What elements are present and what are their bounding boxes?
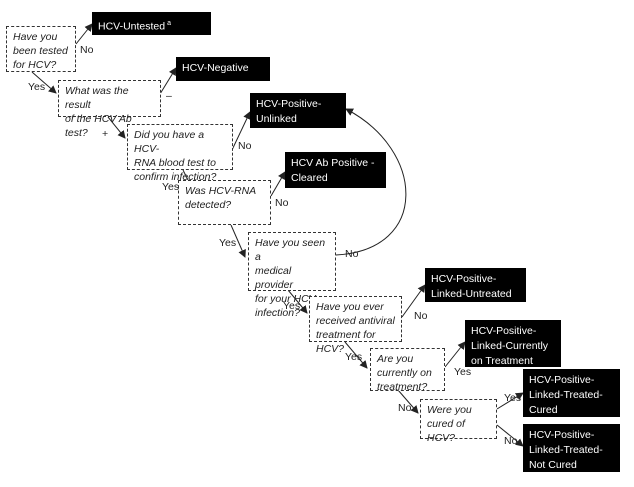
- label-q1-yes: Yes: [28, 81, 46, 93]
- question-rna-test: Did you have a HCV- RNA blood test to co…: [127, 124, 233, 183]
- question-provider: Have you seen a medical provider for you…: [248, 232, 336, 319]
- arrow-q2-q3: [107, 116, 126, 139]
- outcome-untested-label: HCV-Untested: [98, 20, 166, 33]
- label-q1-no: No: [80, 44, 94, 56]
- arrow-q6-q7: [344, 341, 368, 369]
- label-q8-yes: Yes: [504, 392, 522, 404]
- outcome-cured: HCV-Positive- Linked-Treated- Cured: [523, 369, 620, 417]
- arrow-q3-unlinked: [231, 111, 251, 151]
- label-q4-yes: Yes: [219, 237, 237, 249]
- outcome-unlinked: HCV-Positive- Unlinked: [250, 93, 346, 128]
- label-q6-no: No: [414, 310, 428, 322]
- arrow-q8-not-cured: [496, 424, 524, 447]
- label-q2-minus: –: [166, 90, 172, 102]
- label-q4-no: No: [275, 197, 289, 209]
- label-q2-plus: +: [102, 128, 109, 140]
- label-q3-yes: Yes: [162, 181, 180, 193]
- arrow-q4-cleared: [270, 171, 286, 197]
- arrow-q1-q2: [31, 71, 57, 94]
- outcome-currently-on-treatment: HCV-Positive- Linked-Currently on Treatm…: [465, 320, 561, 367]
- arrow-q7-q8: [397, 389, 419, 414]
- label-q7-yes: Yes: [454, 366, 472, 378]
- question-current-treatment: Are you currently on treatment?: [370, 348, 445, 393]
- outcome-cleared: HCV Ab Positive - Cleared: [285, 152, 386, 188]
- outcome-untreated: HCV-Positive- Linked-Untreated: [425, 268, 526, 302]
- arrow-q1-untested: [75, 23, 93, 45]
- label-q5-yes: Yes: [283, 300, 301, 312]
- question-tested: Have you been tested for HCV?: [6, 26, 76, 72]
- question-rna-detected: Was HCV-RNA detected?: [178, 180, 271, 225]
- arrow-q6-untreated: [401, 284, 426, 318]
- arrow-q5-unlinked-loop: [335, 108, 407, 256]
- question-ab-result: What was the result of the HCV Ab test?: [58, 80, 161, 139]
- arrow-q7-current: [444, 341, 466, 368]
- label-q8-no: No: [504, 435, 518, 447]
- label-q5-no: No: [345, 248, 359, 260]
- question-antiviral: Have you ever received antiviral treatme…: [309, 296, 402, 355]
- label-q6-yes: Yes: [345, 351, 363, 363]
- arrow-q8-cured: [496, 392, 524, 410]
- arrow-q4-q5: [230, 224, 246, 258]
- outcome-negative: HCV-Negative: [176, 57, 270, 81]
- outcome-not-cured: HCV-Positive- Linked-Treated- Not Cured: [523, 424, 620, 472]
- question-cured: Were you cured of HCV?: [420, 399, 497, 444]
- footnote-marker: a: [167, 20, 172, 27]
- arrow-q5-q6: [287, 289, 308, 314]
- label-q7-no: No: [398, 402, 412, 414]
- arrow-q2-negative: [159, 67, 177, 95]
- label-q3-no: No: [238, 140, 252, 152]
